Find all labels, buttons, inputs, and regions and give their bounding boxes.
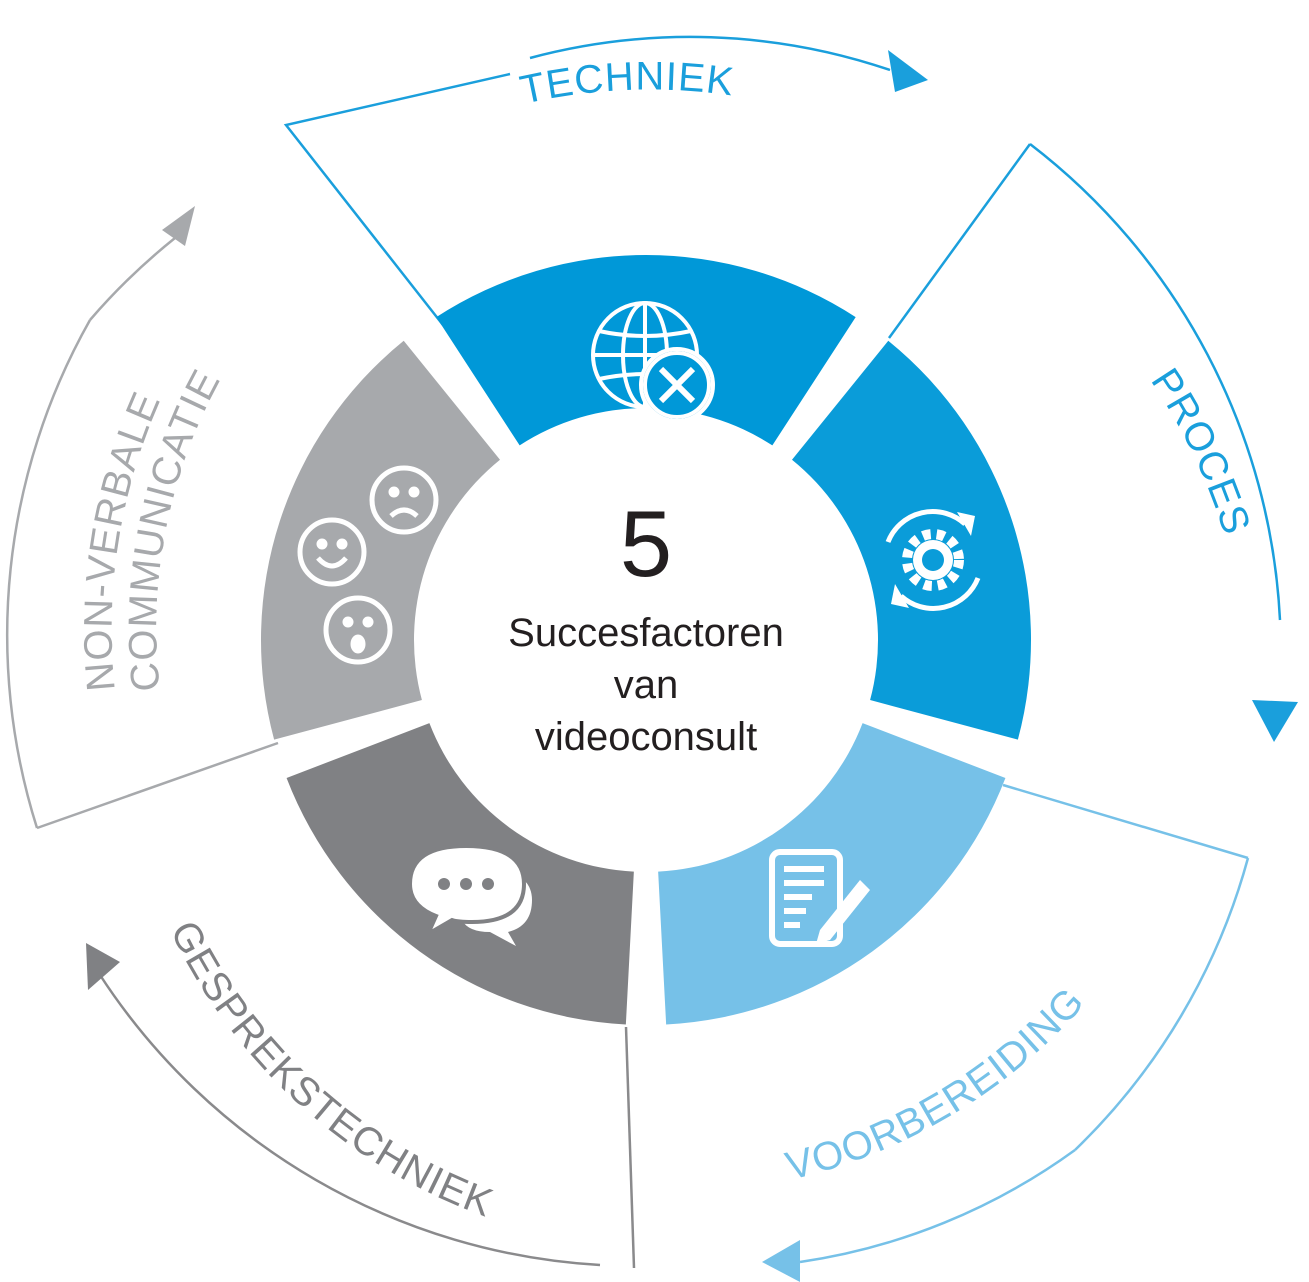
surprised-face-icon — [323, 595, 393, 665]
gear-cycle-icon — [885, 509, 981, 611]
faces-icon — [297, 465, 439, 665]
inner-ring — [261, 254, 1031, 1025]
happy-face-icon — [297, 517, 367, 587]
center-line-2: van — [614, 663, 679, 707]
ring-segment-non-verbale — [261, 340, 500, 740]
outer-sector-gesprekstechniek — [624, 1026, 636, 1269]
outer-sector-techniek — [283, 72, 511, 326]
globe-tools-icon — [591, 301, 715, 423]
outer-sector-proces — [887, 143, 1282, 621]
arrow-proces — [1252, 700, 1298, 742]
center-circle — [416, 410, 876, 870]
arrow-voorbereiding — [762, 1148, 1076, 1282]
center-line-3: videoconsult — [535, 715, 757, 759]
outer-sector-non-verbale — [5, 319, 279, 830]
label-techniek: TECHNIEK — [516, 55, 736, 113]
outer-sector-voorbereiding — [1002, 783, 1250, 1151]
arrow-techniek — [529, 35, 928, 92]
label-proces: PROCES — [1143, 361, 1259, 540]
center-text: 5 Succesfactoren van videoconsult — [508, 491, 784, 759]
center-line-1: Succesfactoren — [508, 611, 784, 655]
sad-face-icon — [369, 465, 439, 535]
arrow-gesprekstechniek — [86, 943, 601, 1267]
arrow-non-verbale — [89, 206, 195, 321]
document-pencil-icon — [769, 849, 870, 947]
center-number: 5 — [620, 491, 672, 596]
speech-bubbles-icon — [407, 843, 532, 946]
ring-segment-voorbereiding — [658, 723, 1006, 1025]
label-voorbereiding: VOORBEREIDING — [781, 979, 1093, 1189]
